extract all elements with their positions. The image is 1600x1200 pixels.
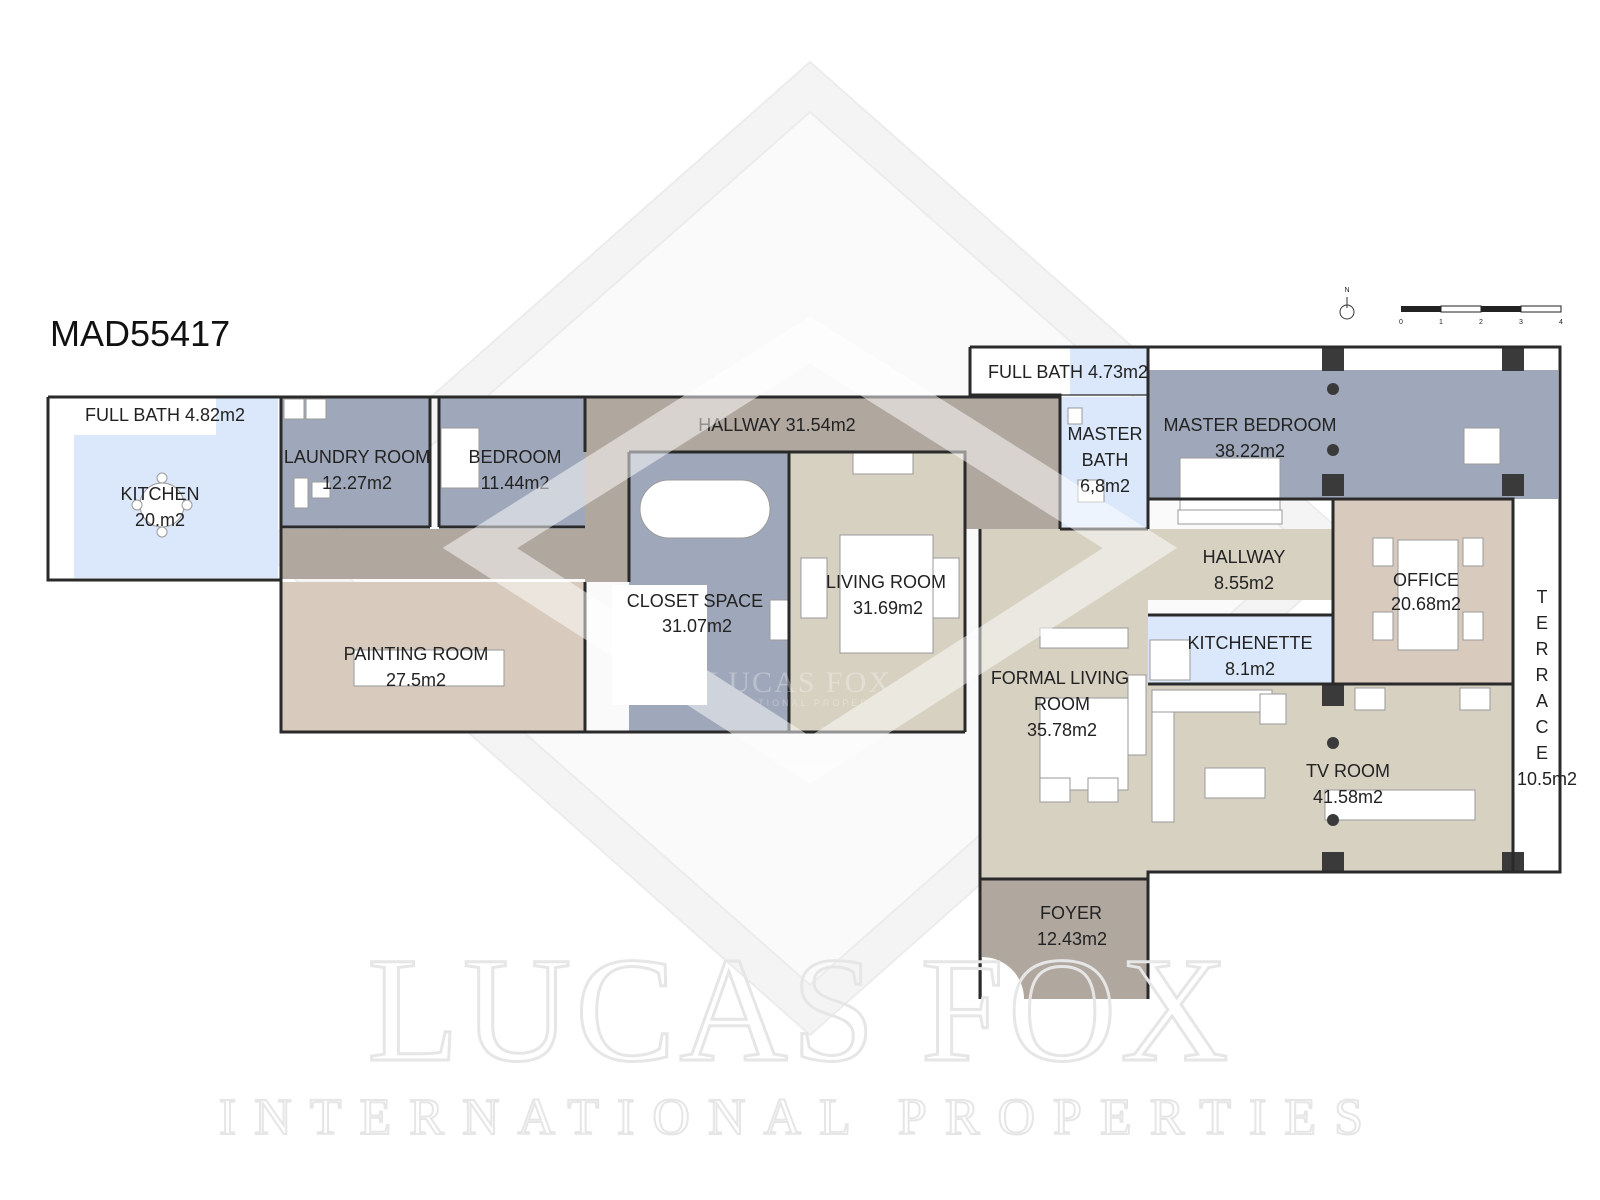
label-terrace-r2: R <box>1536 665 1549 685</box>
label-office: OFFICE <box>1393 570 1459 590</box>
label-terrace-a: A <box>1536 691 1548 711</box>
watermark-overlay: LUCAS FOX INTERNATIONAL PROPERTIES <box>442 316 1178 784</box>
label-master-bath-1: MASTER <box>1067 424 1142 444</box>
label-formal-living-1: FORMAL LIVING <box>991 668 1129 688</box>
label-kitchenette-area: 8.1m2 <box>1225 659 1275 679</box>
label-terrace-c: C <box>1536 717 1549 737</box>
scale-tick-2: 2 <box>1479 319 1483 326</box>
watermark-brand: LUCAS FOX <box>367 927 1232 1093</box>
label-terrace-t: T <box>1537 587 1548 607</box>
label-hallway-east-area: 8.55m2 <box>1214 573 1274 593</box>
label-foyer: FOYER <box>1040 903 1102 923</box>
hallway-east-fill <box>1148 529 1333 600</box>
label-formal-living-2: ROOM <box>1034 694 1090 714</box>
label-painting-room: PAINTING ROOM <box>344 644 489 664</box>
terrace-fill <box>1513 499 1558 872</box>
label-tv-room-area: 41.58m2 <box>1313 787 1383 807</box>
label-full-bath-west: FULL BATH 4.82m2 <box>85 405 245 425</box>
label-kitchen: KITCHEN <box>120 484 199 504</box>
label-full-bath-east: FULL BATH 4.73m2 <box>988 362 1148 382</box>
scale-tick-3: 3 <box>1519 319 1523 326</box>
furniture <box>131 347 1524 872</box>
compass-label: N <box>1344 287 1349 294</box>
label-hallway-east: HALLWAY <box>1203 547 1286 567</box>
scale-tick-0: 0 <box>1399 319 1403 326</box>
walls <box>46 345 1562 999</box>
room-labels: FULL BATH 4.82m2 KITCHEN 20.m2 LAUNDRY R… <box>85 362 1577 949</box>
label-closet-space: CLOSET SPACE <box>627 591 763 611</box>
plan-id: MAD55417 <box>50 313 230 354</box>
label-hallway-main: HALLWAY 31.54m2 <box>698 415 855 435</box>
label-foyer-area: 12.43m2 <box>1037 929 1107 949</box>
scale-tick-1: 1 <box>1439 319 1443 326</box>
scale-tick-4: 4 <box>1559 319 1563 326</box>
label-living-room-area: 31.69m2 <box>853 598 923 618</box>
label-formal-living-area: 35.78m2 <box>1027 720 1097 740</box>
label-bedroom: BEDROOM <box>468 447 561 467</box>
label-kitchen-area: 20.m2 <box>135 510 185 530</box>
label-terrace-r1: R <box>1536 639 1549 659</box>
label-master-bath-area: 6,8m2 <box>1080 476 1130 496</box>
label-tv-room: TV ROOM <box>1306 761 1390 781</box>
label-terrace-area: 10.5m2 <box>1517 769 1577 789</box>
scale-bar: 0 1 2 3 4 <box>1399 305 1563 326</box>
label-living-room: LIVING ROOM <box>826 572 946 592</box>
label-closet-space-area: 31.07m2 <box>662 616 732 636</box>
watermark-mid-tagline: INTERNATIONAL PROPERTIES <box>698 698 901 708</box>
label-painting-room-area: 27.5m2 <box>386 670 446 690</box>
label-master-bedroom-area: 38.22m2 <box>1215 441 1285 461</box>
label-terrace-e: E <box>1536 613 1548 633</box>
label-office-area: 20.68m2 <box>1391 594 1461 614</box>
watermark-mid-brand: LUCAS FOX <box>708 666 892 699</box>
label-bedroom-area: 11.44m2 <box>481 473 550 493</box>
label-kitchenette: KITCHENETTE <box>1187 633 1312 653</box>
label-master-bedroom: MASTER BEDROOM <box>1163 415 1336 435</box>
label-laundry-room: LAUNDRY ROOM <box>284 447 430 467</box>
compass-icon: N <box>1339 287 1355 320</box>
watermark-tagline: INTERNATIONAL PROPERTIES <box>219 1089 1381 1146</box>
label-laundry-room-area: 12.27m2 <box>322 473 392 493</box>
label-terrace-e2: E <box>1536 743 1548 763</box>
label-master-bath-2: BATH <box>1082 450 1129 470</box>
